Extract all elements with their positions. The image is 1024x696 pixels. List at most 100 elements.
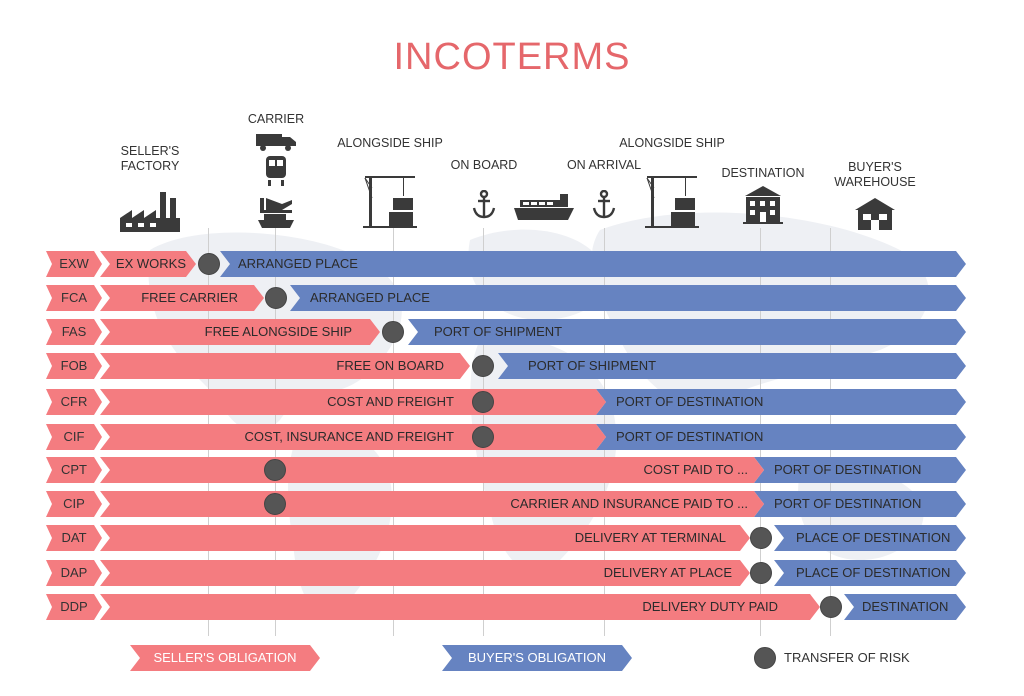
- incoterm-code: FAS: [46, 319, 102, 345]
- transfer-of-risk-dot: [382, 321, 404, 343]
- incoterm-code: DDP: [46, 594, 102, 620]
- anchor-icon: [424, 189, 544, 224]
- column-label: SELLER'S FACTORY: [120, 144, 180, 173]
- buyer-obligation-label: ARRANGED PLACE: [238, 256, 358, 271]
- transfer-of-risk-dot: [472, 355, 494, 377]
- warehouse-icon: [815, 198, 935, 234]
- seller-obligation-arrow: [100, 491, 764, 517]
- incoterm-row: CIP CARRIER AND INSURANCE PAID TO ... PORT…: [0, 491, 1024, 517]
- seller-obligation-label: DELIVERY AT PLACE: [603, 565, 732, 580]
- transfer-of-risk-dot: [264, 493, 286, 515]
- seller-obligation-label: COST, INSURANCE AND FREIGHT: [244, 429, 454, 444]
- building-icon: [703, 186, 823, 228]
- incoterm-row: FOB FREE ON BOARD PORT OF SHIPMENT: [0, 353, 1024, 379]
- incoterm-row: DAP DELIVERY AT PLACE PLACE OF DESTINATION: [0, 560, 1024, 586]
- incoterm-code: FCA: [46, 285, 102, 311]
- buyer-obligation-label: ARRANGED PLACE: [310, 290, 430, 305]
- incoterm-row: CFR COST AND FREIGHT PORT OF DESTINATION: [0, 389, 1024, 415]
- column-label: ALONGSIDE SHIP: [337, 136, 443, 150]
- buyer-obligation-label: PORT OF DESTINATION: [774, 462, 922, 477]
- transfer-of-risk-dot: [750, 527, 772, 549]
- seller-obligation-arrow: [100, 251, 196, 277]
- buyer-obligation-label: PORT OF DESTINATION: [616, 429, 764, 444]
- buyer-obligation-arrow: [290, 285, 966, 311]
- buyer-obligation-label: PORT OF SHIPMENT: [434, 324, 563, 339]
- transfer-of-risk-dot: [198, 253, 220, 275]
- anchor-icon: [544, 189, 664, 224]
- seller-obligation-arrow: [100, 594, 820, 620]
- buyer-obligation-label: PLACE OF DESTINATION: [796, 565, 951, 580]
- seller-obligation-label: EX WORKS: [115, 256, 186, 271]
- buyer-obligation-arrow: [774, 525, 966, 551]
- seller-obligation-label: DELIVERY AT TERMINAL: [574, 530, 726, 545]
- legend-transfer-of-risk: TRANSFER OF RISK: [784, 650, 910, 665]
- seller-obligation-arrow: [100, 560, 750, 586]
- transfer-of-risk-dot: [264, 459, 286, 481]
- incoterm-row: DAT DELIVERY AT TERMINAL PLACE OF DESTINAT…: [0, 525, 1024, 551]
- seller-obligation-label: FREE ALONGSIDE SHIP: [204, 324, 352, 339]
- incoterm-code: CIP: [46, 491, 102, 517]
- incoterm-code: EXW: [46, 251, 102, 277]
- buyer-obligation-arrow: [844, 594, 966, 620]
- buyer-obligation-arrow: [498, 353, 966, 379]
- column-label: CARRIER: [247, 112, 305, 126]
- incoterm-row: FCA FREE CARRIER ARRANGED PLACE: [0, 285, 1024, 311]
- buyer-obligation-label: PORT OF DESTINATION: [616, 394, 764, 409]
- buyer-obligation-arrow: [596, 424, 966, 450]
- buyer-obligation-arrow: [220, 251, 966, 277]
- carrier-transport-icon: [216, 128, 336, 232]
- seller-obligation-arrow: [100, 457, 764, 483]
- buyer-obligation-arrow: [596, 389, 966, 415]
- legend-risk-dot: [754, 647, 776, 669]
- crane-icon: [612, 168, 732, 232]
- buyer-obligation-label: PORT OF SHIPMENT: [528, 358, 657, 373]
- column-label: ON ARRIVAL: [566, 158, 642, 172]
- legend-seller-obligation: SELLER'S OBLIGATION: [130, 645, 320, 671]
- crane-icon: [330, 168, 450, 232]
- column-label: ON BOARD: [450, 158, 518, 172]
- column-label: ALONGSIDE SHIP: [619, 136, 725, 150]
- buyer-obligation-arrow: [408, 319, 966, 345]
- transfer-of-risk-dot: [472, 391, 494, 413]
- seller-obligation-label: FREE CARRIER: [141, 290, 238, 305]
- transfer-of-risk-dot: [472, 426, 494, 448]
- incoterm-code: CPT: [46, 457, 102, 483]
- incoterm-code: DAT: [46, 525, 102, 551]
- buyer-obligation-label: DESTINATION: [862, 599, 949, 614]
- transfer-of-risk-dot: [820, 596, 842, 618]
- column-label: BUYER'S WAREHOUSE: [834, 160, 916, 189]
- buyer-obligation-label: PORT OF DESTINATION: [774, 496, 922, 511]
- incoterm-code: CFR: [46, 389, 102, 415]
- buyer-obligation-label: PLACE OF DESTINATION: [796, 530, 951, 545]
- incoterm-row: DDP DELIVERY DUTY PAID DESTINATION: [0, 594, 1024, 620]
- legend-buyer-obligation: BUYER'S OBLIGATION: [442, 645, 632, 671]
- seller-obligation-label: CARRIER AND INSURANCE PAID TO ...: [510, 496, 748, 511]
- seller-obligation-arrow: [100, 389, 606, 415]
- ship-icon: [484, 192, 604, 226]
- incoterm-row: CIF COST, INSURANCE AND FREIGHT PORT OF DE…: [0, 424, 1024, 450]
- page-title: INCOTERMS: [393, 36, 631, 78]
- incoterm-row: FAS FREE ALONGSIDE SHIP PORT OF SHIPMENT: [0, 319, 1024, 345]
- seller-obligation-label: FREE ON BOARD: [336, 358, 444, 373]
- seller-obligation-arrow: [100, 353, 470, 379]
- buyer-obligation-arrow: [774, 560, 966, 586]
- seller-obligation-arrow: [100, 319, 380, 345]
- transfer-of-risk-dot: [750, 562, 772, 584]
- incoterm-code: CIF: [46, 424, 102, 450]
- seller-obligation-arrow: [100, 525, 750, 551]
- seller-obligation-label: COST PAID TO ...: [643, 462, 748, 477]
- seller-obligation-arrow: [100, 285, 264, 311]
- transfer-of-risk-dot: [265, 287, 287, 309]
- column-label: DESTINATION: [721, 166, 805, 180]
- buyer-obligation-arrow: [754, 491, 966, 517]
- incoterm-code: FOB: [46, 353, 102, 379]
- incoterm-row: EXW EX WORKS ARRANGED PLACE: [0, 251, 1024, 277]
- seller-obligation-label: DELIVERY DUTY PAID: [642, 599, 778, 614]
- seller-obligation-label: COST AND FREIGHT: [327, 394, 454, 409]
- buyer-obligation-arrow: [754, 457, 966, 483]
- incoterm-code: DAP: [46, 560, 102, 586]
- seller-obligation-arrow: [100, 424, 606, 450]
- factory-icon: [90, 188, 210, 236]
- incoterm-row: CPT COST PAID TO ... PORT OF DESTINATION: [0, 457, 1024, 483]
